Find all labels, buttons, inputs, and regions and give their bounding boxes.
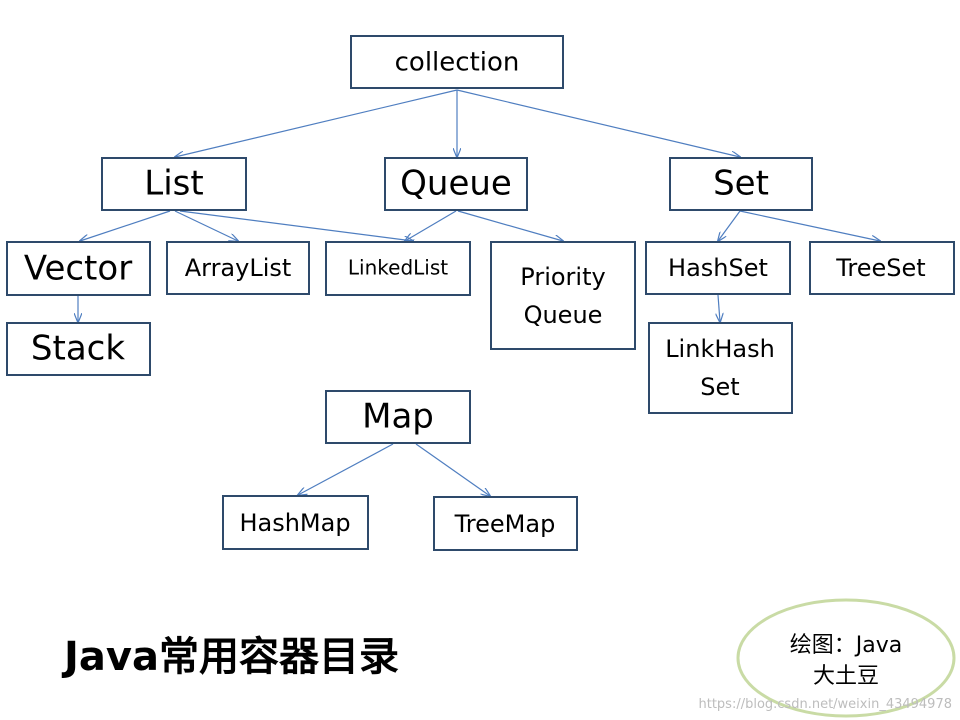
- node-linkedlist-box: [325, 241, 471, 296]
- node-treeset: TreeSet: [809, 241, 955, 295]
- diagram-title: Java常用容器目录: [61, 634, 399, 680]
- node-vector-label: Vector: [24, 249, 132, 289]
- credit-line1: 绘图：Java: [790, 633, 902, 658]
- edge-map-to-treemap: [415, 443, 490, 496]
- node-vector-box: [6, 241, 151, 296]
- watermark-text: https://blog.csdn.net/weixin_43494978: [698, 697, 952, 712]
- node-hashmap-box: [222, 495, 369, 550]
- node-linkhashset-label-line2: Set: [700, 373, 739, 401]
- node-linkhashset: LinkHash Set: [648, 322, 793, 414]
- edge-queue-to-linkedlist: [405, 210, 457, 241]
- node-hashset: HashSet: [645, 241, 791, 295]
- node-treemap: TreeMap: [433, 496, 578, 551]
- edge-collection-to-set: [456, 89, 740, 157]
- node-map: Map: [325, 390, 471, 444]
- node-hashmap-label: HashMap: [239, 509, 350, 537]
- edge-list-to-linkedlist: [179, 210, 413, 241]
- credit-oval: [736, 598, 956, 718]
- node-set: Set: [669, 157, 813, 211]
- node-treeset-label: TreeSet: [835, 254, 925, 282]
- node-collection-label: collection: [395, 48, 520, 78]
- node-hashmap: HashMap: [222, 495, 369, 550]
- node-linkhashset-box: [648, 322, 793, 414]
- node-queue-label: Queue: [400, 164, 512, 204]
- edge-map-to-hashmap: [298, 443, 394, 495]
- node-arraylist-box: [166, 241, 310, 295]
- edge-queue-to-priorityqueue: [457, 210, 563, 241]
- node-map-box: [325, 390, 471, 444]
- node-treeset-box: [809, 241, 955, 295]
- edge-list-to-vector: [80, 210, 171, 241]
- node-map-label: Map: [362, 397, 434, 437]
- node-queue: Queue: [384, 157, 528, 211]
- credit-badge: 绘图：Java 大土豆: [736, 598, 956, 718]
- node-stack: Stack: [6, 322, 151, 376]
- node-collection-box: [350, 35, 564, 89]
- node-hashset-label: HashSet: [668, 254, 768, 282]
- node-stack-box: [6, 322, 151, 376]
- node-stack-label: Stack: [31, 329, 125, 369]
- node-linkedlist: LinkedList: [325, 241, 471, 296]
- node-hashset-box: [645, 241, 791, 295]
- edges-layer: [78, 89, 880, 496]
- node-set-label: Set: [713, 164, 769, 204]
- node-priorityqueue-label-line2: Queue: [524, 301, 603, 329]
- node-vector: Vector: [6, 241, 151, 296]
- edge-list-to-arraylist: [174, 210, 238, 241]
- node-list: List: [101, 157, 247, 211]
- node-list-box: [101, 157, 247, 211]
- node-linkhashset-label-line1: LinkHash: [665, 335, 775, 363]
- edge-collection-to-list: [175, 89, 458, 157]
- node-priorityqueue-box: [490, 241, 636, 350]
- node-treemap-label: TreeMap: [454, 510, 556, 538]
- edge-set-to-hashset: [718, 210, 741, 241]
- node-priorityqueue: Priority Queue: [490, 241, 636, 350]
- node-linkedlist-label: LinkedList: [348, 256, 448, 280]
- node-treemap-box: [433, 496, 578, 551]
- node-collection: collection: [350, 35, 564, 89]
- credit-line2: 大土豆: [813, 664, 879, 689]
- edge-set-to-treeset: [739, 210, 880, 241]
- edge-hashset-to-linkhashset: [718, 294, 720, 322]
- node-set-box: [669, 157, 813, 211]
- node-arraylist: ArrayList: [166, 241, 310, 295]
- node-queue-box: [384, 157, 528, 211]
- node-arraylist-label: ArrayList: [185, 254, 292, 282]
- node-priorityqueue-label-line1: Priority: [520, 263, 605, 291]
- node-list-label: List: [144, 164, 203, 204]
